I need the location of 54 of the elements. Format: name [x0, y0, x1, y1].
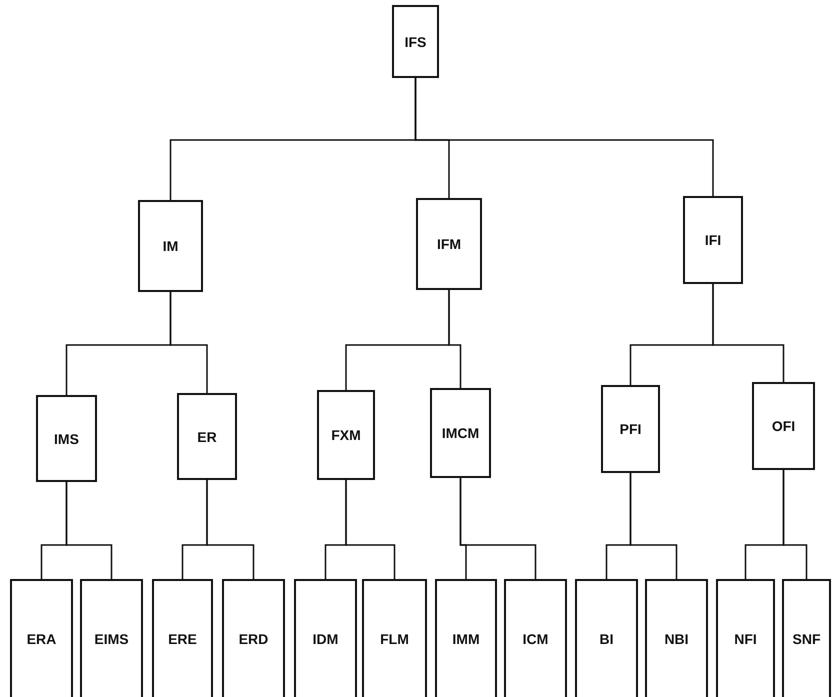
org-box: [416, 198, 482, 290]
node-label: IMM: [452, 631, 480, 647]
org-box: [152, 579, 213, 697]
org-box: [752, 382, 815, 470]
connector-line: [345, 480, 396, 579]
org-box: [782, 579, 831, 697]
connector-line: [460, 478, 536, 579]
node-label: ICM: [522, 631, 548, 647]
connector-line: [206, 480, 254, 579]
org-box: [392, 5, 439, 78]
org-box: [430, 388, 491, 478]
node-label: EIMS: [94, 631, 129, 647]
org-box: [601, 385, 660, 473]
connector-line: [712, 284, 784, 382]
node-label: ERA: [26, 631, 56, 647]
node-label: ERE: [168, 631, 197, 647]
node-label: ER: [197, 428, 217, 444]
node-label: ERD: [238, 631, 268, 647]
org-box: [222, 579, 285, 697]
node-label: PFI: [620, 421, 642, 437]
connector-line: [782, 470, 808, 579]
org-box: [435, 579, 497, 697]
node-label: NBI: [664, 631, 689, 647]
org-box: [36, 395, 97, 482]
org-box: [317, 390, 375, 480]
org-box: [10, 579, 73, 697]
node-label: FLM: [380, 631, 409, 647]
org-box: [683, 196, 743, 284]
node-label: IDM: [312, 631, 338, 647]
node-label: SNF: [792, 631, 820, 647]
node-label: IFI: [704, 232, 722, 248]
connector-line: [170, 292, 208, 393]
connector-line: [66, 482, 112, 579]
org-box: [80, 579, 143, 697]
node-label: IM: [162, 238, 178, 254]
org-box: [645, 579, 708, 697]
node-label: IFM: [436, 236, 462, 252]
org-box: [177, 393, 237, 480]
org-box: [716, 579, 775, 697]
node-label: NFI: [734, 631, 757, 647]
org-box: [575, 579, 638, 697]
node-label: BI: [600, 631, 614, 647]
org-box: [504, 579, 567, 697]
node-label: IMCM: [442, 425, 480, 441]
connector-line: [630, 473, 678, 579]
org-box: [138, 200, 203, 292]
connector-line: [448, 290, 462, 388]
org-box: [294, 579, 357, 697]
node-label: FXM: [331, 427, 361, 443]
node-label: IMS: [54, 430, 79, 446]
node-label: OFI: [772, 418, 796, 434]
connector-line: [414, 78, 714, 196]
node-label: IFS: [404, 34, 426, 50]
org-box: [362, 579, 427, 697]
